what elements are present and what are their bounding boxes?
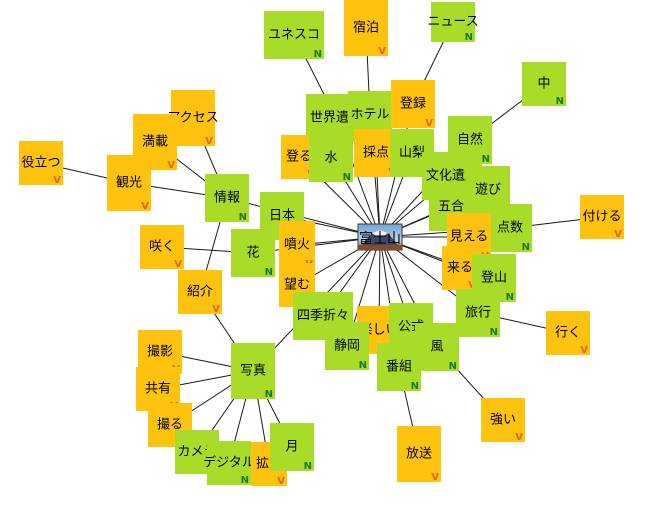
node-label: 見える bbox=[450, 230, 489, 245]
node-shashin[interactable]: 写真 N bbox=[231, 343, 275, 400]
node-type-mark: N bbox=[239, 212, 247, 223]
node-label: 水 bbox=[324, 151, 337, 166]
node-type-mark: N bbox=[265, 389, 273, 400]
node-type-mark: N bbox=[482, 154, 490, 165]
node-label: 山梨 bbox=[399, 146, 425, 161]
node-label: 咲く bbox=[149, 239, 175, 255]
node-label: 観光 bbox=[116, 176, 142, 191]
node-tsukeru[interactable]: 付ける V bbox=[580, 195, 624, 240]
node-label: 登山 bbox=[481, 271, 507, 286]
hub-label: 富士山 bbox=[359, 230, 401, 247]
node-label: 点数 bbox=[497, 221, 523, 236]
node-bangumi[interactable]: 番組 N bbox=[377, 343, 421, 392]
node-kaze[interactable]: 風N bbox=[415, 323, 459, 372]
node-label: 登る bbox=[286, 150, 312, 165]
node-label: 情報 bbox=[214, 191, 240, 206]
node-hoso[interactable]: 放送 V bbox=[397, 426, 441, 483]
node-type-mark: N bbox=[411, 381, 419, 392]
node-joho[interactable]: 情報 N bbox=[205, 174, 249, 223]
node-ryoko[interactable]: 旅行 N bbox=[456, 289, 500, 338]
node-label: 共有 bbox=[145, 382, 171, 397]
node-label: ユネスコ bbox=[268, 28, 320, 43]
node-type-mark: N bbox=[465, 32, 473, 43]
node-type-mark: N bbox=[506, 292, 514, 303]
node-label: 花 bbox=[246, 245, 259, 261]
node-type-mark: N bbox=[304, 461, 312, 472]
node-label: 付ける bbox=[582, 210, 621, 225]
node-label: 行く bbox=[555, 326, 581, 341]
node-saku[interactable]: 咲く V bbox=[140, 225, 184, 270]
node-type-mark: V bbox=[580, 345, 588, 356]
node-kanko[interactable]: 観光 V bbox=[107, 155, 151, 212]
node-label: 強い bbox=[490, 413, 516, 428]
node-type-mark: V bbox=[614, 229, 622, 240]
node-label: 四季折々 bbox=[297, 309, 349, 324]
node-shizuoka[interactable]: 静岡 N bbox=[325, 322, 369, 371]
node-type-mark: V bbox=[378, 46, 386, 57]
node-label: 写真 bbox=[240, 364, 266, 379]
node-type-mark: V bbox=[205, 136, 213, 147]
node-digital[interactable]: デジタル N bbox=[203, 441, 255, 486]
node-label: 五合 bbox=[438, 200, 464, 215]
node-type-mark: V bbox=[174, 259, 182, 270]
node-label: ニュース bbox=[427, 15, 478, 30]
node-label: 静岡 bbox=[334, 339, 360, 354]
node-type-mark: V bbox=[53, 175, 61, 186]
node-shokai[interactable]: 紹介 V bbox=[178, 270, 222, 315]
node-tsuyoi[interactable]: 強い V bbox=[481, 398, 525, 443]
node-type-mark: N bbox=[343, 172, 351, 183]
node-type-mark: V bbox=[141, 201, 149, 212]
node-hana[interactable]: 花N bbox=[231, 229, 275, 278]
node-label: 風 bbox=[430, 340, 443, 355]
node-type-mark: V bbox=[167, 160, 175, 171]
node-mizu[interactable]: 水N bbox=[309, 134, 353, 183]
node-label: 宿泊 bbox=[353, 20, 379, 36]
node-type-mark: N bbox=[265, 267, 273, 278]
node-funka[interactable]: 噴火V bbox=[279, 221, 315, 270]
node-label: 旅行 bbox=[465, 306, 491, 321]
node-type-mark: N bbox=[449, 361, 457, 372]
node-type-mark: N bbox=[359, 360, 367, 371]
node-label: 紹介 bbox=[187, 285, 213, 300]
node-news[interactable]: ニュース N bbox=[427, 2, 478, 43]
node-label: 役立つ bbox=[21, 156, 60, 171]
node-label: 望む bbox=[284, 277, 310, 293]
node-naka[interactable]: 中N bbox=[522, 62, 566, 107]
node-type-mark: V bbox=[515, 432, 523, 443]
node-label: 来る bbox=[447, 261, 473, 276]
node-label: 自然 bbox=[457, 132, 483, 148]
node-type-mark: V bbox=[212, 304, 220, 315]
node-type-mark: V bbox=[425, 118, 433, 129]
node-type-mark: N bbox=[522, 242, 530, 253]
node-label: 満載 bbox=[142, 135, 168, 150]
hub-node[interactable]: 富士山 bbox=[358, 224, 402, 250]
node-label: 遊び bbox=[475, 183, 501, 198]
node-label: 中 bbox=[537, 77, 550, 92]
node-label: 撮影 bbox=[147, 344, 173, 360]
node-type-mark: N bbox=[556, 96, 564, 107]
node-label: 放送 bbox=[406, 447, 432, 462]
node-tsuki[interactable]: 月N bbox=[270, 423, 314, 472]
node-type-mark: V bbox=[277, 476, 285, 487]
node-type-mark: N bbox=[314, 49, 322, 60]
node-label: 番組 bbox=[386, 360, 412, 375]
node-type-mark: N bbox=[490, 327, 498, 338]
node-label: 噴火 bbox=[284, 238, 310, 253]
node-label: 月 bbox=[285, 440, 298, 455]
node-shukuhaku[interactable]: 宿泊 V bbox=[344, 0, 388, 57]
node-yakudatsu[interactable]: 役立つ V bbox=[19, 141, 63, 186]
node-type-mark: N bbox=[241, 475, 249, 486]
nodes-layer: ユネスコN宿泊VニュースN中NアクセスV満載V役立つV観光V世界遺産NホテルN登… bbox=[19, 0, 624, 487]
node-toroku[interactable]: 登録 V bbox=[391, 80, 435, 129]
node-iku[interactable]: 行く V bbox=[546, 311, 590, 356]
node-unesco[interactable]: ユネスコ N bbox=[264, 11, 324, 60]
node-label: ホテル bbox=[350, 108, 389, 123]
node-tensu[interactable]: 点数 N bbox=[488, 204, 532, 253]
node-label: 登録 bbox=[400, 97, 426, 112]
node-label: 採点 bbox=[363, 146, 389, 161]
node-type-mark: V bbox=[431, 472, 439, 483]
node-label: デジタル bbox=[203, 455, 255, 471]
